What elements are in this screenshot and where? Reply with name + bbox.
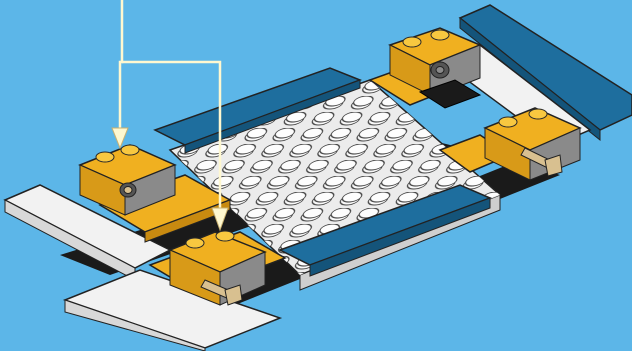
white-plate-front (62, 269, 283, 351)
brick-assembly-left (78, 144, 177, 216)
blue-tile-top (153, 67, 363, 154)
blue-plate-right (458, 4, 632, 142)
blue-tile-bottom (278, 184, 493, 277)
black-plate-back (418, 79, 482, 109)
callout-arrow-front (122, 60, 229, 232)
axle-right (520, 147, 563, 177)
callout-arrow-left (111, 0, 129, 150)
axle-front (200, 279, 243, 306)
brick-assembly-right (483, 107, 582, 181)
